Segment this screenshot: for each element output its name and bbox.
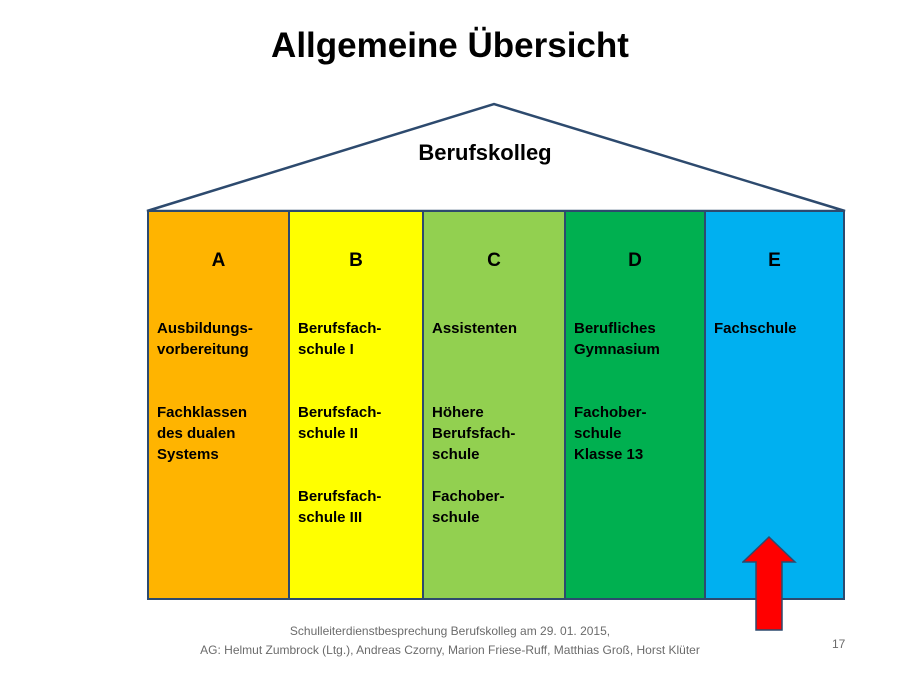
column-c-entry-1: Assistenten (432, 320, 518, 337)
red-up-arrow-icon (742, 535, 797, 631)
footer-line-2: AG: Helmut Zumbrock (Ltg.), Andreas Czor… (200, 643, 700, 657)
column-a-entry-2: Fachklassen des dualen Systems (157, 404, 248, 463)
column-c-entry-3: Fachober- schule (432, 488, 505, 526)
column-d-entry-2: Fachober- schule Klasse 13 (574, 404, 647, 463)
column-b: B Berufsfach- schule I Berufsfach- schul… (290, 212, 424, 598)
column-b-letter: B (349, 250, 363, 271)
column-a-letter: A (211, 250, 226, 271)
column-b-entry-1: Berufsfach- schule I (298, 320, 382, 358)
column-c-letter: C (487, 250, 501, 271)
column-b-entry-3: Berufsfach- schule III (298, 488, 382, 526)
footer-line-1: Schulleiterdienstbesprechung Berufskolle… (289, 624, 611, 638)
column-e-entry-1: Fachschule (714, 320, 797, 337)
column-e: E Fachschule (706, 212, 843, 598)
roof-triangle (146, 102, 846, 213)
slide-title: Allgemeine Übersicht (271, 26, 629, 65)
column-d: D Berufliches Gymnasium Fachober- schule… (566, 212, 706, 598)
roof-label: Berufskolleg (418, 140, 552, 165)
footer: Schulleiterdienstbesprechung Berufskolle… (120, 622, 780, 660)
column-c-entry-2: Höhere Berufsfach- schule (432, 404, 516, 463)
column-d-letter: D (628, 250, 642, 271)
column-b-entry-2: Berufsfach- schule II (298, 404, 382, 442)
column-container: A Ausbildungs- vorbereitung Fachklassen … (147, 210, 845, 600)
column-a: A Ausbildungs- vorbereitung Fachklassen … (149, 212, 290, 598)
column-d-entry-1: Berufliches Gymnasium (574, 320, 660, 358)
column-e-letter: E (768, 250, 781, 271)
column-c: C Assistenten Höhere Berufsfach- schule … (424, 212, 566, 598)
column-a-entry-1: Ausbildungs- vorbereitung (157, 320, 253, 358)
page-number: 17 (832, 637, 846, 651)
